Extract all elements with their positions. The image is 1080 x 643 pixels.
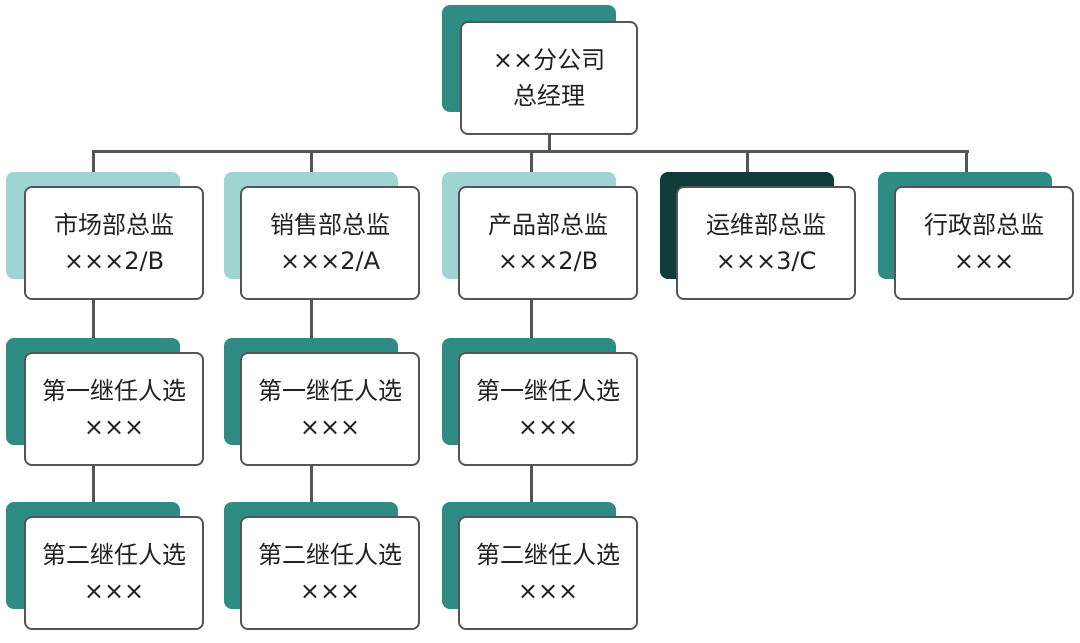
- connector-sales-successor2: [310, 462, 313, 502]
- successor-name-market-2: ×××: [83, 577, 145, 605]
- connector-product-successor1: [530, 298, 533, 338]
- connector-drop-sales: [310, 150, 313, 172]
- successor-title-sales-2: 第二继任人选: [258, 541, 402, 569]
- dept-holder-admin: ×××: [953, 247, 1015, 275]
- successor-title-market-2: 第二继任人选: [42, 541, 186, 569]
- successor-node-product-2-card: 第二继任人选 ×××: [458, 516, 638, 630]
- successor-node-market-2-card: 第二继任人选 ×××: [24, 516, 204, 630]
- dept-node-admin-card: 行政部总监 ×××: [894, 186, 1074, 300]
- dept-holder-sales: ×××2/A: [279, 247, 381, 275]
- successor-node-sales-1-card: 第一继任人选 ×××: [240, 352, 420, 466]
- dept-node-ops-card: 运维部总监 ×××3/C: [676, 186, 856, 300]
- connector-root-down: [548, 133, 551, 153]
- successor-name-sales-1: ×××: [299, 413, 361, 441]
- successor-node-market-1-card: 第一继任人选 ×××: [24, 352, 204, 466]
- connector-drop-product: [530, 150, 533, 172]
- successor-title-product-1: 第一继任人选: [476, 377, 620, 405]
- connector-market-successor1: [92, 298, 95, 338]
- successor-title-market-1: 第一继任人选: [42, 377, 186, 405]
- connector-drop-admin: [965, 150, 968, 172]
- connector-drop-market: [92, 150, 95, 172]
- dept-title-ops: 运维部总监: [706, 211, 826, 239]
- dept-node-market-card: 市场部总监 ×××2/B: [24, 186, 204, 300]
- root-node-title: ××分公司: [492, 46, 606, 74]
- root-node-card: ××分公司 总经理: [460, 21, 638, 135]
- dept-title-admin: 行政部总监: [924, 211, 1044, 239]
- dept-title-product: 产品部总监: [488, 211, 608, 239]
- connector-drop-ops: [746, 150, 749, 172]
- root-node-subtitle: 总经理: [513, 82, 585, 110]
- dept-holder-product: ×××2/B: [497, 247, 599, 275]
- connector-market-successor2: [92, 462, 95, 502]
- successor-name-product-1: ×××: [517, 413, 579, 441]
- successor-name-product-2: ×××: [517, 577, 579, 605]
- dept-title-sales: 销售部总监: [270, 211, 390, 239]
- dept-holder-market: ×××2/B: [63, 247, 165, 275]
- successor-name-market-1: ×××: [83, 413, 145, 441]
- successor-node-product-1-card: 第一继任人选 ×××: [458, 352, 638, 466]
- successor-node-sales-2-card: 第二继任人选 ×××: [240, 516, 420, 630]
- dept-holder-ops: ×××3/C: [715, 247, 817, 275]
- connector-sales-successor1: [310, 298, 313, 338]
- dept-node-product-card: 产品部总监 ×××2/B: [458, 186, 638, 300]
- connector-product-successor2: [530, 462, 533, 502]
- successor-title-sales-1: 第一继任人选: [258, 377, 402, 405]
- dept-node-sales-card: 销售部总监 ×××2/A: [240, 186, 420, 300]
- successor-name-sales-2: ×××: [299, 577, 361, 605]
- successor-title-product-2: 第二继任人选: [476, 541, 620, 569]
- dept-title-market: 市场部总监: [54, 211, 174, 239]
